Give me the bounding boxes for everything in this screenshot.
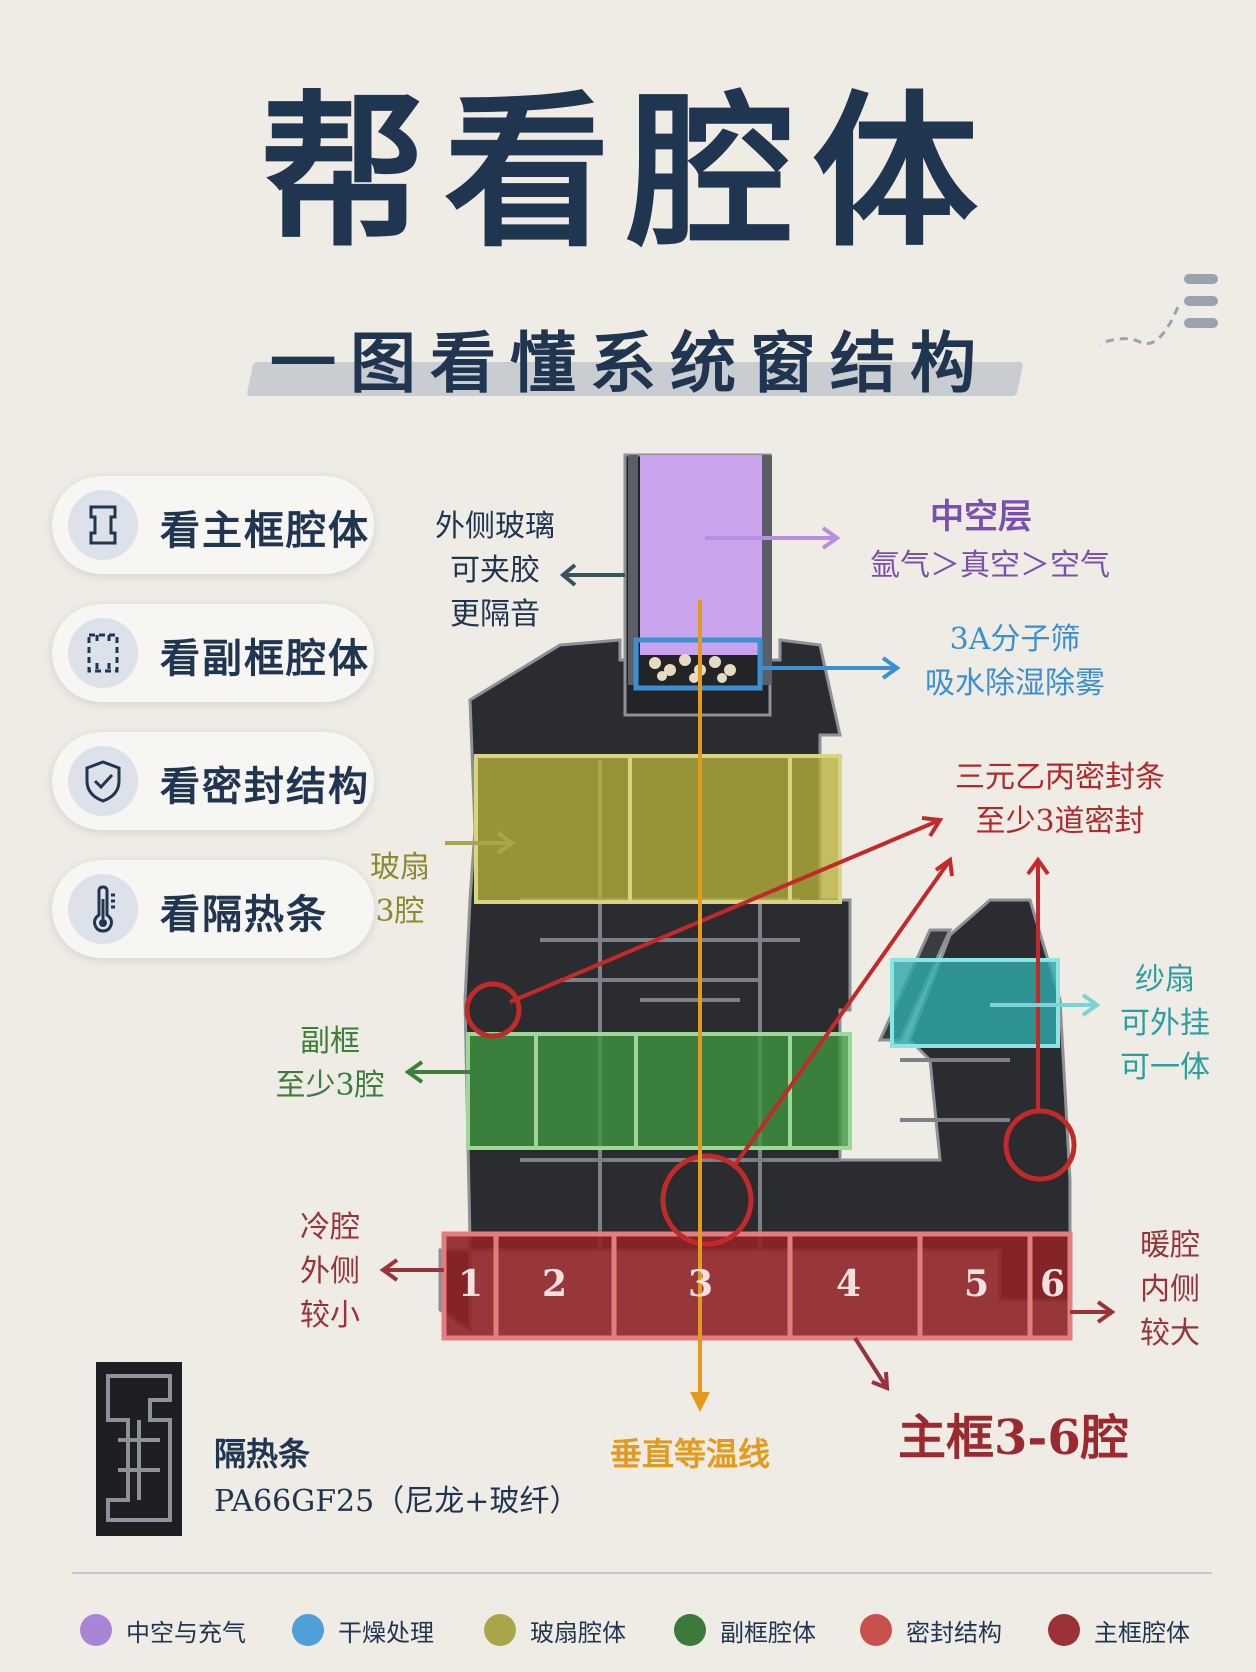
menu-seal-structure[interactable]: 看密封结构 [52, 732, 374, 830]
main-frame-arrow [853, 1336, 890, 1392]
cold-chamber-label: 冷腔 外侧 较小 [300, 1210, 360, 1333]
sieve-arrow [762, 656, 901, 680]
subtitle-block: 一图看懂系统窗结构 [246, 310, 1024, 402]
seal-arrows [509, 816, 1050, 1167]
chamber-number: 4 [836, 1263, 862, 1305]
seal-circle-outer [464, 981, 522, 1039]
sieve-label: 3A分子筛 吸水除湿除雾 [925, 622, 1105, 701]
thermal-strip-material: PA66GF25（尼龙+玻纤） [214, 1484, 580, 1519]
menu-label: 看密封结构 [160, 764, 370, 810]
chamber-number: 5 [964, 1263, 990, 1305]
sash-arrow [445, 831, 516, 855]
warm-chamber-label: 暖腔 内侧 较大 [1140, 1228, 1200, 1351]
thermometer-icon [68, 874, 138, 944]
hollow-layer-title: 中空层 [930, 497, 1032, 537]
menu-sub-frame[interactable]: 看副框腔体 [52, 604, 374, 702]
hamburger-icon [1100, 274, 1218, 346]
legend-item: 主框腔体 [1048, 1610, 1190, 1650]
thermal-strip-title: 隔热条 [214, 1435, 311, 1473]
screen-arrow [990, 993, 1101, 1017]
page-title: 帮看腔体 [260, 75, 996, 270]
seal-circle-inner [1003, 1108, 1077, 1182]
screen-sash-label: 纱扇 可外挂 可一体 [1120, 962, 1210, 1085]
menu-main-frame[interactable]: 看主框腔体 [52, 476, 374, 574]
chamber-number: 1 [458, 1263, 484, 1305]
legend-item: 干燥处理 [292, 1610, 434, 1650]
legend-item: 密封结构 [860, 1610, 1002, 1650]
main-frame-chambers [444, 1234, 1070, 1338]
legend-swatch [292, 1614, 324, 1646]
hollow-layer-desc: 氩气＞真空＞空气 [870, 548, 1110, 583]
seal-circle-middle [660, 1153, 754, 1247]
legend-swatch [674, 1614, 706, 1646]
menu-label: 看副框腔体 [160, 636, 370, 682]
shield-check-icon [68, 746, 138, 816]
legend-swatch [1048, 1614, 1080, 1646]
menu-thermal-strip[interactable]: 看隔热条 [52, 860, 374, 958]
main-frame-label: 主框3-6腔 [898, 1410, 1129, 1466]
outer-glass-arrow [559, 563, 625, 587]
legend-swatch [860, 1614, 892, 1646]
chamber-number: 6 [1040, 1263, 1066, 1305]
cold-arrow [379, 1258, 444, 1282]
seal-label: 三元乙丙密封条 至少3道密封 [955, 760, 1165, 839]
legend-swatch [80, 1614, 112, 1646]
sub-frame-profile-icon [68, 618, 138, 688]
frame-profile-icon [68, 490, 138, 560]
chamber-number: 3 [688, 1263, 714, 1305]
subframe-arrow [404, 1060, 520, 1084]
subframe-label: 副框 至少3腔 [275, 1024, 385, 1103]
isotherm-arrowhead [690, 1392, 710, 1412]
sash-label: 玻扇 3腔 [370, 850, 430, 929]
sash-chamber-overlay [476, 756, 840, 902]
subframe-chamber-overlay [468, 1034, 850, 1148]
legend-swatch [484, 1614, 516, 1646]
inner-glass-pane [762, 455, 772, 685]
page-subtitle: 一图看懂系统窗结构 [270, 325, 990, 402]
menu-label: 看主框腔体 [160, 508, 370, 554]
legend-item: 中空与充气 [80, 1610, 246, 1650]
isotherm-label: 垂直等温线 [610, 1435, 771, 1473]
outer-glass-pane [628, 455, 638, 685]
divider [72, 1572, 1212, 1574]
chamber-number: 2 [542, 1263, 568, 1305]
thermal-strip-thumbnail [96, 1362, 182, 1536]
outer-glass-label: 外侧玻璃 可夹胶 更隔音 [435, 509, 555, 632]
legend-item: 副框腔体 [674, 1610, 816, 1650]
menu-label: 看隔热条 [160, 892, 328, 938]
hollow-arrow [705, 526, 841, 550]
warm-arrow [1070, 1300, 1116, 1324]
legend-item: 玻扇腔体 [484, 1610, 626, 1650]
